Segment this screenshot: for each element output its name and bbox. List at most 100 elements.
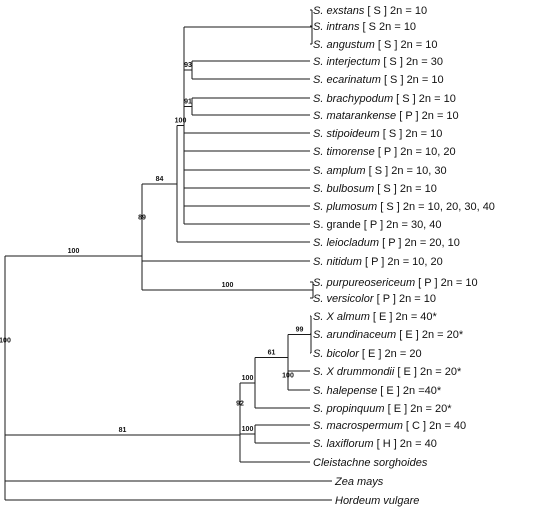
leaf-label-exstans: S. exstans [ S ] 2n = 10 [313,5,427,17]
taxon-name: S. [313,256,323,268]
leaf-label-plumosum: S. plumosum [ S ] 2n = 10, 20, 30, 40 [313,201,495,213]
taxon-name: stipoideum [323,128,379,140]
leaf-label-timorense: S. timorense [ P ] 2n = 10, 20 [313,146,456,158]
taxon-info: [ S 2n = 10 [359,21,416,33]
taxon-info: S. grande [ P ] 2n = 30, 40 [313,219,442,231]
taxon-info: [ P ] 2n = 10 [396,110,458,122]
taxon-name: S. [313,165,323,177]
taxon-name: S. [313,329,323,341]
leaf-labels: S. exstans [ S ] 2n = 10 S. intrans [ S 2… [313,5,495,507]
tree-branches [4,9,332,501]
taxon-info: [ S ] 2n = 10 [393,93,456,105]
leaf-label-bulbosum: S. bulbosum [ S ] 2n = 10 [313,183,437,195]
taxon-name: S. [313,5,323,17]
taxon-name: interjectum [323,56,380,68]
leaf-label-arundinaceum: S. arundinaceum [ E ] 2n = 20* [313,329,464,341]
taxon-name: S. [313,348,323,360]
taxon-info: [ S ] 2n = 10 [364,5,427,17]
support-value: 100 [175,118,187,125]
leaf-label-drummondii: S. X drummondii [ E ] 2n = 20* [313,366,462,378]
taxon-name: S. [313,403,323,415]
support-value: 91 [184,99,192,106]
taxon-name: Cleistachne sorghoides [313,457,428,469]
taxon-name: S. [313,385,323,397]
taxon-name: almum [334,311,370,323]
leaf-label-versicolor: S. versicolor [ P ] 2n = 10 [313,293,436,305]
taxon-info: [ E ] 2n = 20* [385,403,453,415]
taxon-name: S. [313,74,323,86]
taxon-name: S. [313,277,323,289]
leaf-label-zea: Zea mays [334,476,384,488]
taxon-info: [ C ] 2n = 40 [403,420,466,432]
taxon-name: drummondii [334,366,395,378]
taxon-info: [ E ] 2n = 20* [394,366,462,378]
taxon-name: S. [313,438,323,450]
taxon-name: purpureosericeum [323,277,415,289]
taxon-info: [ E ] 2n =40* [377,385,442,397]
leaf-label-bicolor: S. bicolor [ E ] 2n = 20 [313,348,422,360]
taxon-info: [ S ] 2n = 10, 30 [366,165,447,177]
taxon-name: Hordeum vulgare [335,495,419,507]
taxon-name: S. [313,420,323,432]
leaf-label-intrans: S. intrans [ S 2n = 10 [313,21,416,33]
support-value: 92 [236,400,244,407]
leaf-label-angustum: S. angustum [ S ] 2n = 10 [313,39,437,51]
leaf-label-macrospermum: S. macrospermum [ C ] 2n = 40 [313,420,466,432]
leaf-label-interjectum: S. interjectum [ S ] 2n = 30 [313,56,443,68]
support-value: 61 [268,350,276,357]
taxon-info: [ S ] 2n = 10 [381,74,444,86]
taxon-name: S. X [313,311,334,323]
taxon-name: S. [313,183,323,195]
support-value: 93 [184,62,192,69]
taxon-name: laxiflorum [323,438,373,450]
taxon-name: versicolor [323,293,374,305]
taxon-name: plumosum [323,201,377,213]
taxon-info: [ P ] 2n = 10 [374,293,436,305]
taxon-name: S. [313,293,323,305]
taxon-name: bicolor [323,348,360,360]
taxon-info: [ P ] 2n = 10 [415,277,477,289]
taxon-name: S. [313,146,323,158]
taxon-name: amplum [323,165,365,177]
taxon-name: S. [313,93,323,105]
leaf-label-stipoideum: S. stipoideum [ S ] 2n = 10 [313,128,442,140]
support-value: 89 [138,214,146,221]
taxon-name: propinquum [323,403,384,415]
taxon-info: [ P ] 2n = 20, 10 [379,237,460,249]
taxon-name: S. [313,128,323,140]
taxon-name: arundinaceum [323,329,396,341]
taxon-name: matarankense [323,110,396,122]
taxon-info: [ E ] 2n = 40* [370,311,438,323]
taxon-name: ecarinatum [323,74,380,86]
taxon-info: [ S ] 2n = 30 [380,56,443,68]
taxon-info: [ S ] 2n = 10, 20, 30, 40 [377,201,495,213]
leaf-label-brachypodum: S. brachypodum [ S ] 2n = 10 [313,93,456,105]
leaf-label-matarankense: S. matarankense [ P ] 2n = 10 [313,110,459,122]
taxon-name: bulbosum [323,183,374,195]
taxon-name: angustum [323,39,374,51]
taxon-name: S. [313,39,323,51]
support-value: 100 [242,426,254,433]
taxon-info: [ P ] 2n = 10, 20 [375,146,456,158]
leaf-label-leiocladum: S. leiocladum [ P ] 2n = 20, 10 [313,237,460,249]
leaf-label-halepense: S. halepense [ E ] 2n =40* [313,385,442,397]
leaf-label-hordeum: Hordeum vulgare [335,495,419,507]
taxon-info: [ S ] 2n = 10 [375,39,438,51]
leaf-label-grande: S. grande [ P ] 2n = 30, 40 [313,219,442,231]
taxon-name: brachypodum [323,93,393,105]
support-value: 100 [282,373,294,380]
taxon-name: S. [313,201,323,213]
support-value: 100 [0,338,11,345]
taxon-name: nitidum [323,256,362,268]
support-value: 100 [68,248,80,255]
taxon-name: S. [313,56,323,68]
support-value: 84 [156,176,164,183]
taxon-name: S. [313,237,323,249]
taxon-info: [ E ] 2n = 20 [359,348,422,360]
taxon-info: [ S ] 2n = 10 [374,183,437,195]
taxon-name: Zea mays [334,476,384,488]
support-value: 99 [296,327,304,334]
leaf-label-almum: S. X almum [ E ] 2n = 40* [313,311,438,323]
